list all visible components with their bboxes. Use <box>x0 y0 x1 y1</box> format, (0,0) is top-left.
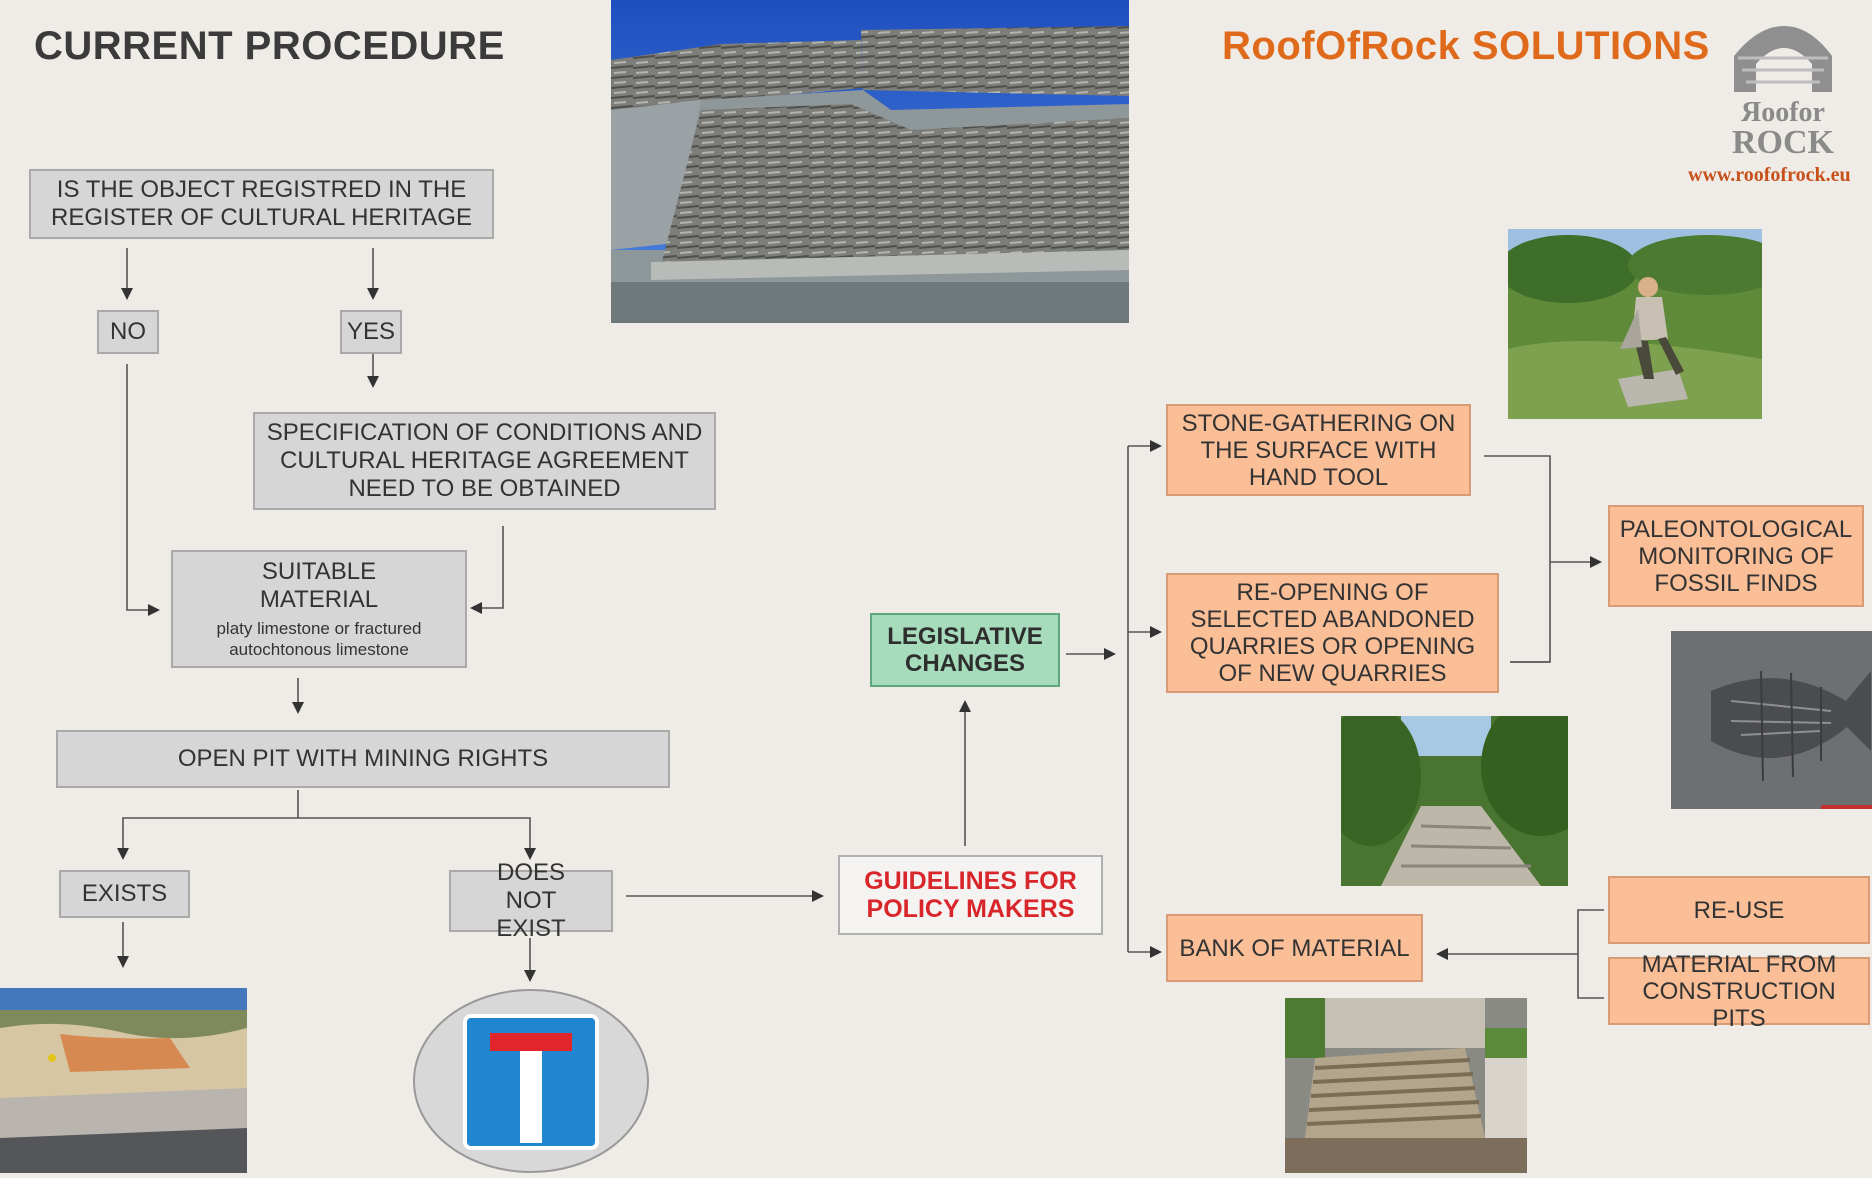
quarries-reopening-box: RE-OPENING OF SELECTED ABANDONED QUARRIE… <box>1166 573 1499 693</box>
no-label: NO <box>110 318 146 345</box>
logo-line2: ROCK <box>1732 124 1834 161</box>
open-pit-box: OPEN PIT WITH MINING RIGHTS <box>56 730 670 788</box>
legislative-changes-box: LEGISLATIVE CHANGES <box>870 613 1060 687</box>
reuse-label: RE-USE <box>1693 896 1785 924</box>
open-pit-label: OPEN PIT WITH MINING RIGHTS <box>177 745 549 772</box>
roof-arch-icon <box>1734 26 1832 92</box>
yes-label: YES <box>346 318 396 345</box>
stone-gathering-box: STONE-GATHERING ON THE SURFACE WITH HAND… <box>1166 404 1471 496</box>
website-link[interactable]: www.roofofrock.eu <box>1688 164 1851 186</box>
man-gathering-stone-photo <box>1508 229 1762 419</box>
exists-box: EXISTS <box>59 870 190 918</box>
fossil-fish-photo <box>1671 631 1872 809</box>
stone-roof-photo <box>611 0 1129 323</box>
does-not-exist-label: DOES NOT EXIST <box>496 859 566 942</box>
exists-label: EXISTS <box>81 880 168 907</box>
legislative-changes-label: LEGISLATIVE CHANGES <box>887 623 1043 677</box>
bank-of-material-box: BANK OF MATERIAL <box>1166 914 1423 982</box>
guidelines-label: GUIDELINES FOR POLICY MAKERS <box>864 867 1077 923</box>
construction-pits-box: MATERIAL FROM CONSTRUCTION PITS <box>1608 951 1870 1032</box>
specification-label: SPECIFICATION OF CONDITIONS AND CULTURAL… <box>266 419 703 502</box>
forest-quarry-photo <box>1341 716 1568 886</box>
registered-question-box: IS THE OBJECT REGISTRED IN THE REGISTER … <box>29 169 494 239</box>
dead-end-road-sign <box>412 989 650 1173</box>
reuse-box: RE-USE <box>1608 876 1870 944</box>
suitable-material-title: SUITABLE MATERIAL <box>259 558 379 613</box>
bank-of-material-label: BANK OF MATERIAL <box>1179 934 1410 962</box>
paleontological-box: PALEONTOLOGICAL MONITORING OF FOSSIL FIN… <box>1608 505 1864 607</box>
construction-pits-label: MATERIAL FROM CONSTRUCTION PITS <box>1641 950 1837 1032</box>
specification-box: SPECIFICATION OF CONDITIONS AND CULTURAL… <box>253 412 716 510</box>
guidelines-box: GUIDELINES FOR POLICY MAKERS <box>838 855 1103 935</box>
logo-line1: Яoofor <box>1741 97 1825 128</box>
does-not-exist-box: DOES NOT EXIST <box>449 859 613 942</box>
roofofrock-logo: Яoofor ROCK <box>1728 22 1838 161</box>
stacked-stone-photo <box>1285 998 1527 1173</box>
quarries-reopening-label: RE-OPENING OF SELECTED ABANDONED QUARRIE… <box>1189 579 1476 687</box>
suitable-material-box: SUITABLE MATERIAL platy limestone or fra… <box>171 550 467 668</box>
yes-box: YES <box>340 310 402 354</box>
open-pit-quarry-photo <box>0 988 247 1173</box>
registered-question-label: IS THE OBJECT REGISTRED IN THE REGISTER … <box>51 176 472 231</box>
current-procedure-title: CURRENT PROCEDURE <box>34 24 505 68</box>
paleontological-label: PALEONTOLOGICAL MONITORING OF FOSSIL FIN… <box>1619 515 1853 597</box>
suitable-material-subtitle: platy limestone or fractured autochtonou… <box>216 619 422 659</box>
stone-gathering-label: STONE-GATHERING ON THE SURFACE WITH HAND… <box>1181 409 1456 491</box>
no-box: NO <box>97 310 159 354</box>
solutions-title: RoofOfRock SOLUTIONS <box>1222 24 1710 68</box>
